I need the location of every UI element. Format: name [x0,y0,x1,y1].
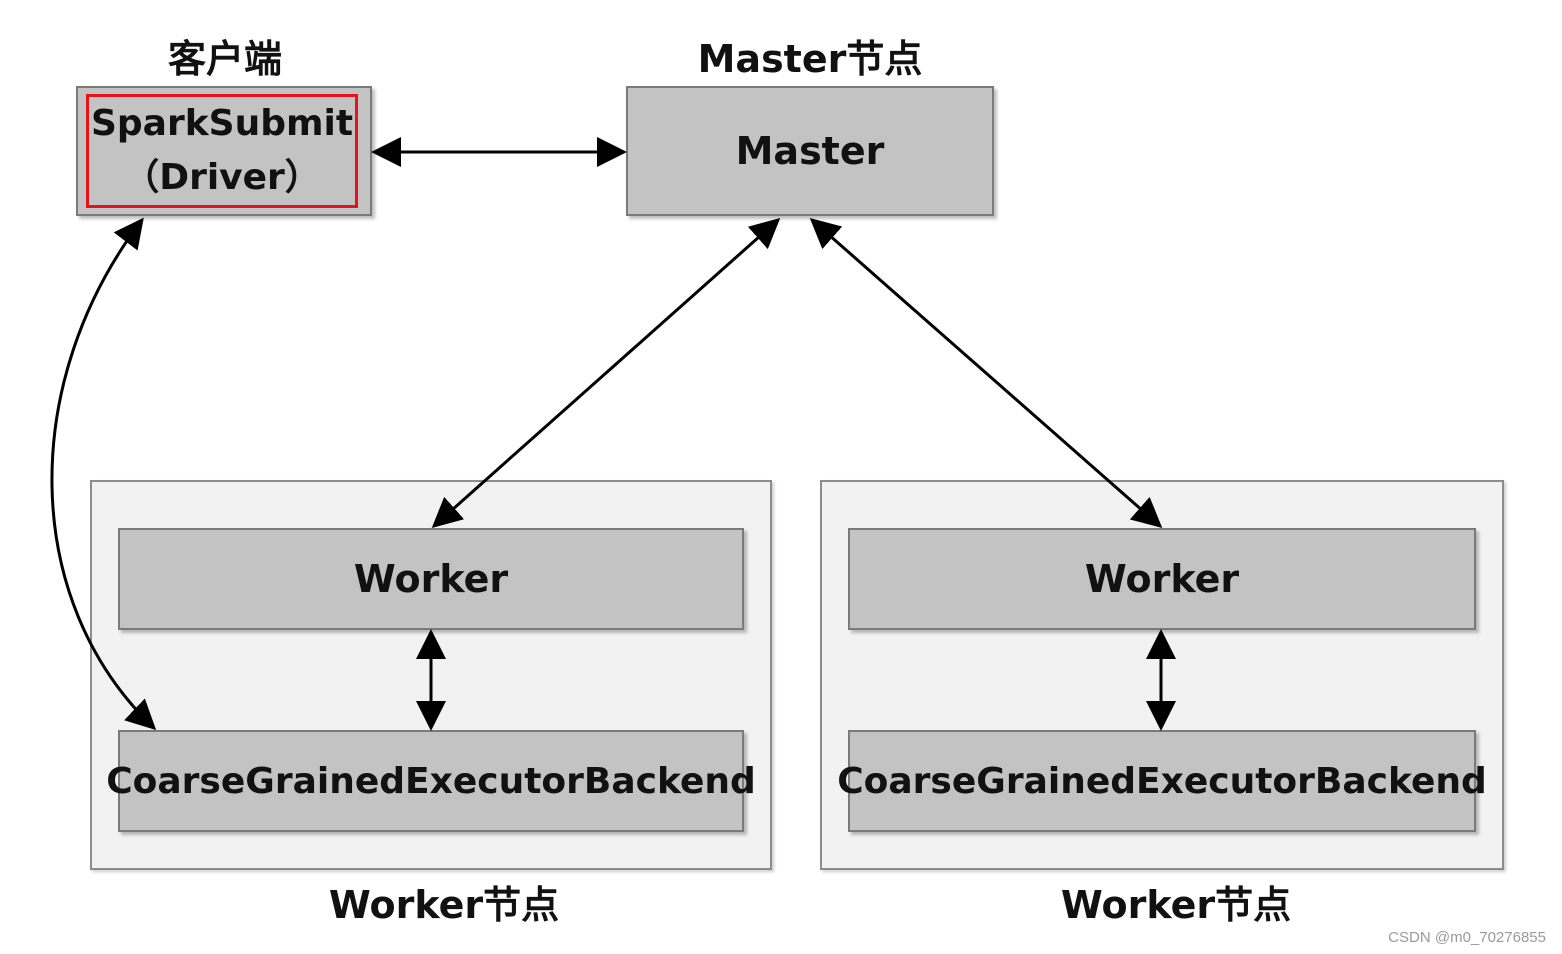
executor-box-1: CoarseGrainedExecutorBackend [106,730,756,832]
worker-box-1: Worker [118,528,744,630]
driver-label-line2: （Driver） [123,157,321,198]
worker-label-1: Worker [353,557,509,601]
worker-node-caption-2: Worker节点 [1060,883,1292,927]
worker-label-2: Worker [1084,557,1240,601]
driver-box [76,86,372,216]
arrow-master-worker1 [431,218,781,528]
master-box: Master [626,86,994,216]
executor-label-1: CoarseGrainedExecutorBackend [106,760,756,802]
master-label: Master [735,129,885,173]
worker-box-2: Worker [848,528,1476,630]
master-caption: Master节点 [697,37,923,81]
worker-node-caption-1: Worker节点 [328,883,560,927]
client-caption: 客户端 [167,37,282,81]
executor-box-2: CoarseGrainedExecutorBackend [837,730,1487,832]
driver-highlight-frame: SparkSubmit （Driver） [86,94,358,208]
watermark: CSDN @m0_70276855 [1388,929,1546,946]
executor-label-2: CoarseGrainedExecutorBackend [837,760,1487,802]
arrow-master-worker2 [809,218,1163,528]
arrow-driver-executor1 [50,217,157,731]
driver-label-line1: SparkSubmit [90,103,354,144]
